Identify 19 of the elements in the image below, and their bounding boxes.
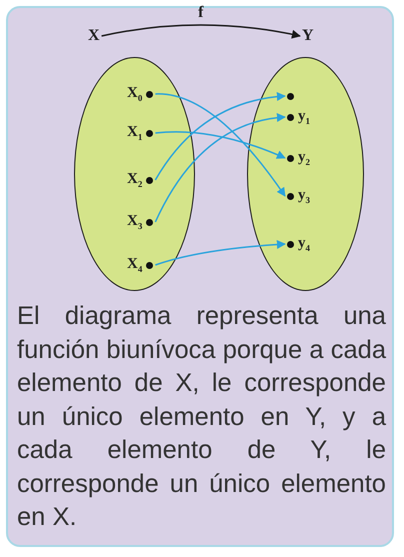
edge-label: f — [198, 4, 204, 22]
arrow — [155, 240, 286, 266]
set-element: X$_{4}$ — [127, 256, 154, 274]
set-element: X$_{3}$ — [127, 213, 154, 231]
set-label: X — [88, 27, 100, 45]
arrow — [154, 113, 286, 222]
arrow — [101, 24, 301, 39]
set-element: X$_{1}$ — [127, 124, 154, 142]
set-element: y$_{4}$ — [287, 235, 310, 253]
set-element: X$_{2}$ — [127, 171, 154, 189]
set-element: X$_{0}$ — [127, 85, 154, 103]
arrow — [155, 93, 286, 197]
set-element: y$_{1}$ — [287, 108, 310, 126]
description-text: El diagrama representa una función biunívoca porque a cada elemento de X, le corresponde un único elemento en Y, y a cada elemento de Y, le corresponde un único elemento en X. — [17, 301, 386, 533]
arrow — [154, 92, 286, 180]
set-element: y$_{2}$ — [287, 149, 310, 167]
set-element: y$_{3}$ — [287, 187, 310, 205]
set-label: Y — [302, 27, 314, 45]
arrow — [155, 131, 286, 159]
